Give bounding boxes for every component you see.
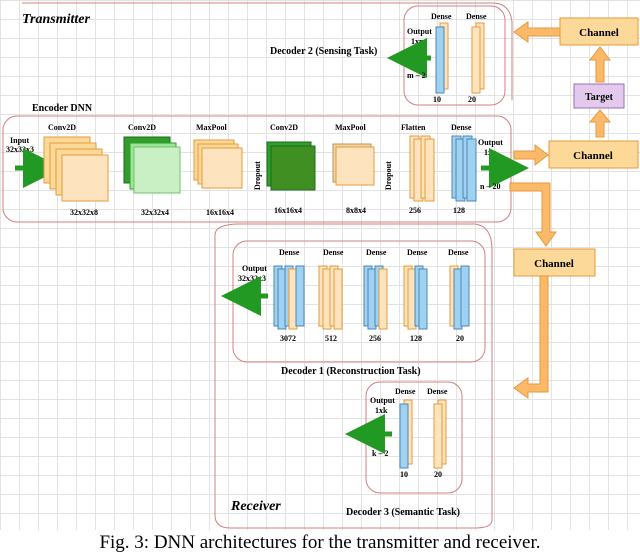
decoder1-output-shape: 32x32x3 <box>238 274 266 283</box>
encoder-conv2d-layer-3 <box>266 141 316 191</box>
arrow-encoder-to-receiver-channel <box>509 182 557 247</box>
encoder-layer2-size: 32x32x4 <box>141 208 169 217</box>
decoder3-layer2-type: Dense <box>427 387 448 396</box>
transmitter-boundary <box>22 2 513 100</box>
encoder-layer6-size: 256 <box>409 206 421 215</box>
encoder-layer7-size: 128 <box>453 206 465 215</box>
decoder1-layer3-size: 256 <box>369 334 381 343</box>
dnn-architecture-diagram: Transmitter Receiver Decoder 2 (Sensing … <box>2 2 639 529</box>
decoder1-dense-layer-2 <box>318 265 343 330</box>
decoder2-layer1-size: 10 <box>433 95 441 104</box>
encoder-title: Encoder DNN <box>32 103 93 114</box>
channel-box-receiver: Channel <box>513 248 596 277</box>
encoder-maxpool-layer-2 <box>332 143 375 186</box>
decoder3-output-shape: 1xk <box>375 406 388 415</box>
decoder1-layer2-type: Dense <box>323 248 344 257</box>
channel-top-label: Channel <box>579 27 619 39</box>
decoder2-output-note: m – 2 <box>407 71 426 80</box>
receiver-boundary <box>214 223 493 529</box>
decoder1-layer4-size: 128 <box>410 334 422 343</box>
encoder-layer5-type: MaxPool <box>335 123 366 132</box>
encoder-layer4-size: 16x16x4 <box>274 206 302 215</box>
decoder1-dense-layer-3 <box>363 265 388 330</box>
encoder-output-label: Output <box>478 138 503 147</box>
channel-box-middle: Channel <box>548 140 639 169</box>
encoder-output-note: n – 20 <box>480 182 500 191</box>
decoder3-output-label: Output <box>370 396 395 405</box>
encoder-layer3-size: 16x16x4 <box>206 208 234 217</box>
dropout-label-2: Dropout <box>384 161 393 190</box>
decoder3-output-note: k – 2 <box>372 449 388 458</box>
encoder-layer5-size: 8x8x4 <box>346 206 366 215</box>
decoder3-layer2-size: 20 <box>434 470 442 479</box>
decoder3-layer1-size: 10 <box>400 470 408 479</box>
encoder-conv2d-layer-2 <box>123 136 181 194</box>
transmitter-title: Transmitter <box>22 12 90 27</box>
receiver-title: Receiver <box>230 499 281 514</box>
encoder-conv2d-layer-1 <box>43 136 109 202</box>
channel-box-top: Channel <box>559 17 639 46</box>
arrow-target-to-channel <box>588 46 612 83</box>
target-box: Target <box>573 83 625 109</box>
figure-caption: Fig. 3: DNN architectures for the transm… <box>99 532 541 553</box>
dropout-label-1: Dropout <box>253 161 262 190</box>
channel-network: Channel Target Channel Channel <box>509 17 639 399</box>
decoder1-layer2-size: 512 <box>325 334 337 343</box>
decoder2-output-label: Output <box>407 27 432 36</box>
arrow-channel-to-decoder2 <box>513 21 561 43</box>
decoder1-layer3-type: Dense <box>366 248 387 257</box>
decoder2-layer1-type: Dense <box>431 12 452 21</box>
encoder-layer3-type: MaxPool <box>196 123 227 132</box>
encoder-layer1-size: 32x32x8 <box>70 208 98 217</box>
decoder3-dense-layer-1 <box>399 399 413 469</box>
decoder2-dense-layer-2 <box>471 22 485 94</box>
decoder1-output-label: Output <box>242 264 267 273</box>
decoder1-dense-layer-5 <box>449 265 470 330</box>
decoder3-group: Decoder 3 (Semantic Task) Output 1xk k –… <box>345 381 463 518</box>
target-label: Target <box>585 92 614 103</box>
encoder-flatten-layer <box>409 135 435 202</box>
arrow-to-bottom-channel <box>513 143 549 167</box>
arrow-channel-to-target <box>588 109 612 138</box>
encoder-maxpool-layer-1 <box>193 139 243 189</box>
encoder-output-shape: 1xn <box>484 148 497 157</box>
decoder1-title: Decoder 1 (Reconstruction Task) <box>281 366 421 377</box>
decoder1-layer1-type: Dense <box>279 248 300 257</box>
decoder1-dense-layer-4 <box>403 265 428 330</box>
decoder2-layer2-size: 20 <box>468 95 476 104</box>
channel-middle-label: Channel <box>573 150 613 162</box>
decoder2-layer2-type: Dense <box>466 12 487 21</box>
decoder1-dense-layer-1 <box>273 265 305 330</box>
decoder3-dense-layer-2 <box>433 399 447 469</box>
decoder1-box <box>232 240 486 363</box>
encoder-layer6-type: Flatten <box>401 123 426 132</box>
input-shape: 32x32x3 <box>6 145 34 154</box>
decoder1-layer1-size: 3072 <box>280 334 296 343</box>
decoder2-box <box>403 5 506 106</box>
decoder3-layer1-type: Dense <box>395 387 416 396</box>
encoder-layer7-type: Dense <box>451 123 472 132</box>
decoder2-output-shape: 1xm <box>411 37 426 46</box>
encoder-layer2-type: Conv2D <box>128 123 156 132</box>
decoder1-group: Decoder 1 (Reconstruction Task) Output 3… <box>221 240 486 377</box>
decoder3-title: Decoder 3 (Semantic Task) <box>346 507 460 518</box>
decoder2-dense-layer-1 <box>435 22 449 94</box>
decoder1-layer4-type: Dense <box>407 248 428 257</box>
decoder1-layer5-type: Dense <box>448 248 469 257</box>
decoder2-group: Decoder 2 (Sensing Task) Output 1xm m – … <box>270 5 506 106</box>
encoder-layer1-type: Conv2D <box>48 123 76 132</box>
encoder-group: Encoder DNN Input 32x32x3 Conv2D 32x32x8… <box>2 103 529 223</box>
arrow-channel-to-decoder3 <box>513 275 549 399</box>
decoder2-title: Decoder 2 (Sensing Task) <box>270 46 377 57</box>
decoder1-layer5-size: 20 <box>456 334 464 343</box>
channel-receiver-label: Channel <box>534 258 574 270</box>
input-label: Input <box>10 136 29 145</box>
encoder-layer4-type: Conv2D <box>270 123 298 132</box>
encoder-dense-layer <box>451 135 477 202</box>
